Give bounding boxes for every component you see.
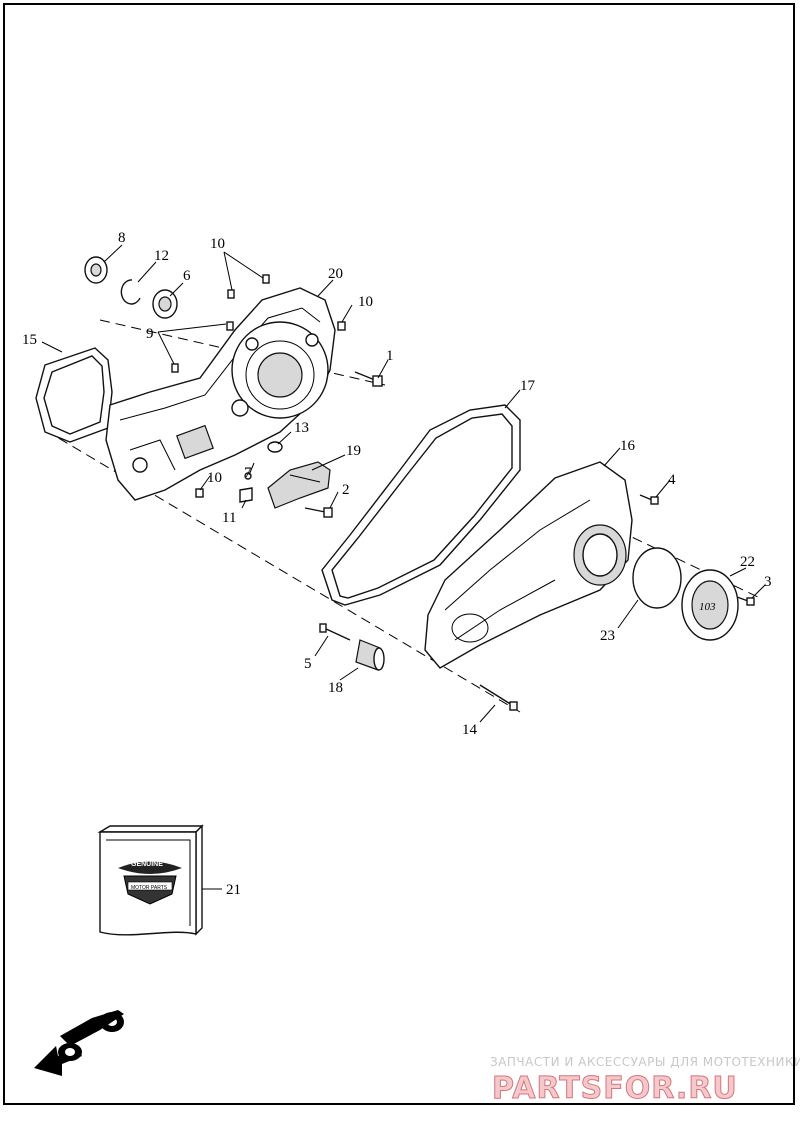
callout-14: 14: [462, 722, 478, 738]
bolt-part-2: [304, 507, 333, 518]
bolt-part-1: [354, 371, 383, 387]
inner-gasket-part-15: [35, 347, 113, 443]
callout-9: 9: [146, 326, 154, 342]
screw-part-4: [639, 494, 659, 505]
washer-part-13: [267, 441, 283, 453]
spacer-part-18: [355, 639, 385, 671]
callout-15: 15: [22, 332, 37, 348]
derby-cover-part-22: 103: [681, 569, 739, 641]
callout-23: 23: [600, 628, 615, 644]
seal-part-8: [84, 256, 108, 284]
svg-text:103: 103: [699, 601, 716, 613]
callout-20: 20: [328, 266, 343, 282]
callout-10-right: 10: [358, 294, 373, 310]
long-bolt-part-14: [479, 684, 518, 711]
o-ring-part-23: [632, 547, 682, 609]
callout-10-bottom: 10: [207, 470, 222, 486]
assembly-centerline: [44, 429, 521, 713]
screw-part-3: [736, 596, 755, 606]
callout-8: 8: [118, 230, 126, 246]
callout-4: 4: [668, 472, 676, 488]
outer-primary-cover-part-16: [424, 461, 633, 669]
callout-6: 6: [183, 268, 191, 284]
callout-17: 17: [520, 378, 536, 394]
callout-18: 18: [328, 680, 343, 696]
callout-3: 3: [764, 574, 772, 590]
motorcycle-direction-arrow-icon: [34, 1010, 124, 1076]
callout-labels: 8 12 6 10 20 10 9 1 15 13 19 10 7 11 2 1…: [22, 230, 772, 898]
callout-13: 13: [294, 420, 309, 436]
callout-11: 11: [222, 510, 236, 526]
kit-logo-top-text: GENUINE: [131, 861, 163, 868]
callout-19: 19: [346, 443, 361, 459]
callout-10-top: 10: [210, 236, 225, 252]
callout-5: 5: [304, 656, 312, 672]
callout-22: 22: [740, 554, 755, 570]
callout-16: 16: [620, 438, 636, 454]
callout-1: 1: [386, 348, 394, 364]
watermark: ЗАПЧАСТИ И АКСЕССУАРЫ ДЛЯ МОТОТЕХНИКИ PA…: [490, 1055, 800, 1107]
callout-12: 12: [154, 248, 169, 264]
watermark-tagline: ЗАПЧАСТИ И АКСЕССУАРЫ ДЛЯ МОТОТЕХНИКИ: [490, 1055, 800, 1069]
callout-7: 7: [244, 465, 252, 481]
inner-primary-housing-part-20: [105, 287, 336, 501]
kit-logo-bottom-text: MOTOR PARTS: [131, 885, 168, 891]
callout-2: 2: [342, 482, 350, 498]
dowel-pins: [171, 274, 346, 498]
parts-kit-box-part-21: GENUINE MOTOR PARTS: [97, 824, 204, 936]
bearing-part-6: [152, 289, 178, 319]
tensioner-shoe-part-19: [267, 461, 331, 509]
callout-21: 21: [226, 882, 241, 898]
plug-part-11: [239, 487, 253, 503]
outer-gasket-part-17: [321, 404, 521, 606]
bolt-part-5: [319, 623, 351, 641]
retaining-ring-part-12: [120, 279, 141, 305]
genuine-parts-logo: GENUINE MOTOR PARTS: [118, 861, 182, 905]
watermark-brand: PARTSFOR.RU: [492, 1071, 738, 1106]
callout-leaders: [41, 244, 766, 890]
